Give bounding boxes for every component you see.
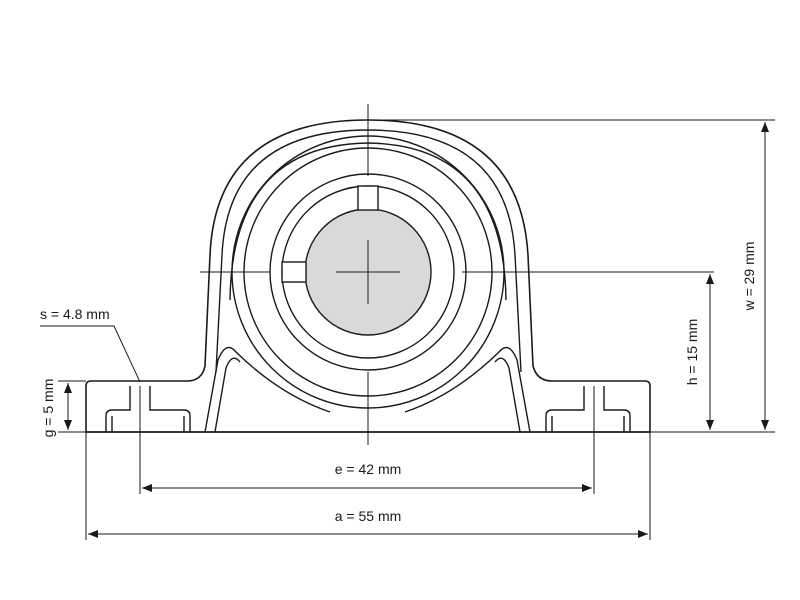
dim-s-label: s = 4.8 mm (40, 306, 110, 322)
dim-a-label: a = 55 mm (335, 508, 402, 524)
housing-web-inner-left (214, 357, 241, 433)
dim-s-leader (40, 325, 141, 383)
dimension-h: h = 15 mm (684, 274, 714, 430)
set-screw-top (357, 185, 379, 211)
dim-w-label: w = 29 mm (741, 242, 757, 312)
right-foot-slot (545, 386, 585, 432)
dimension-g: g = 5 mm (40, 379, 86, 438)
center-lines (200, 104, 714, 445)
right-foot-slot-right (603, 386, 631, 432)
dimension-e: e = 42 mm (139, 386, 595, 494)
left-foot-slot-right (149, 386, 191, 432)
dimension-w: w = 29 mm (375, 119, 775, 433)
set-screw-left (281, 261, 307, 283)
housing-web-right (404, 346, 531, 433)
left-foot (105, 386, 191, 432)
dim-e-label: e = 42 mm (335, 461, 402, 477)
housing-web-inner-right (494, 357, 521, 433)
right-foot (545, 386, 631, 432)
housing-web-left (204, 346, 331, 433)
dimension-a: a = 55 mm (85, 432, 651, 540)
dimension-s: s = 4.8 mm (40, 306, 141, 383)
dim-h-label: h = 15 mm (684, 319, 700, 386)
left-foot-slot (105, 386, 131, 432)
dim-g-label: g = 5 mm (40, 379, 56, 438)
